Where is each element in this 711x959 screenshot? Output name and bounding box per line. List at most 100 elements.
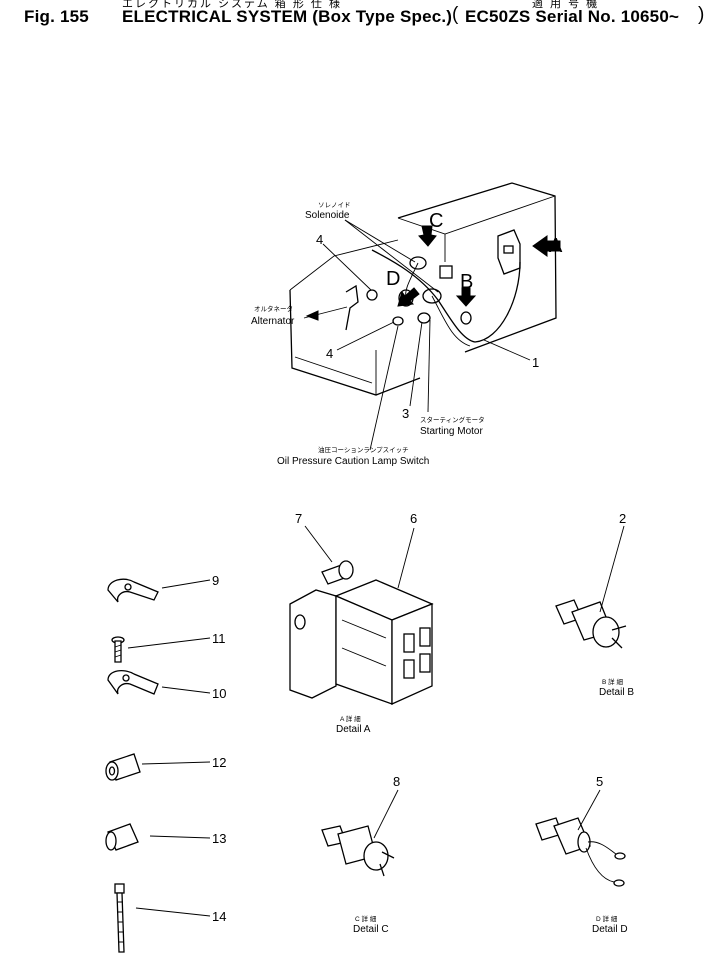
callout-6-leader — [397, 527, 415, 589]
callout-13-leader — [149, 835, 211, 839]
relay-terminal — [503, 245, 514, 254]
oil-pressure-leader — [369, 325, 399, 451]
oil-pressure-label: Oil Pressure Caution Lamp Switch — [277, 456, 429, 467]
num-4-upper-leader — [322, 243, 372, 291]
callout-7-leader — [304, 525, 333, 563]
switch-2-terminals — [611, 625, 627, 649]
bolt-7-head — [338, 560, 354, 580]
wiring-harness — [371, 249, 521, 343]
detail-b-label-jp: B 詳 細 — [602, 677, 623, 686]
callout-3: 3 — [402, 406, 409, 421]
switch-8-cap — [363, 841, 389, 871]
cable-tie-14-strap — [116, 892, 125, 953]
relay-part-6 — [289, 579, 434, 706]
solenoide-leader-2 — [344, 219, 439, 293]
clip-9-shape — [107, 578, 159, 603]
terminal-3 — [417, 312, 431, 324]
sender-part-5 — [535, 817, 626, 887]
callout-13: 13 — [212, 831, 226, 846]
alternator-label-jp: オルタネータ — [254, 304, 293, 313]
oil-pressure-label-jp: 油圧コーションランプスイッチ — [318, 445, 409, 454]
callout-11: 11 — [212, 631, 226, 646]
arrow-c-icon — [418, 225, 437, 247]
starting-motor-label-jp: スターティングモータ — [420, 415, 485, 424]
callout-12-leader — [141, 761, 211, 765]
paren-open: ( — [452, 4, 459, 25]
clip-10-shape — [107, 669, 159, 695]
callout-4-upper: 4 — [316, 232, 323, 247]
wiring-branch — [431, 295, 471, 347]
callout-12: 12 — [212, 755, 226, 770]
clip-part-9 — [107, 578, 159, 603]
view-a-letter: A — [549, 235, 563, 257]
num-4-lower-leader — [336, 321, 395, 351]
relay-ribs — [341, 619, 387, 667]
screw-11-thread — [114, 644, 122, 658]
view-d-letter: D — [386, 268, 400, 290]
front-housing-top-edge — [289, 239, 399, 291]
front-housing-base — [294, 356, 373, 384]
callout-5: 5 — [596, 774, 603, 789]
switch-part-8 — [321, 825, 395, 877]
cable-tie-14-teeth — [118, 901, 124, 943]
sender-5-lug-1 — [614, 852, 626, 860]
tube-13-end — [105, 831, 117, 851]
clip-9-hole — [124, 583, 132, 591]
solenoide-leader — [344, 219, 416, 263]
relay-bracket — [289, 589, 337, 699]
view-c-letter: C — [429, 210, 443, 232]
clip-10-hole — [122, 674, 130, 682]
alternator-leader — [303, 306, 348, 319]
callout-7: 7 — [295, 511, 302, 526]
detail-a-label: Detail A — [336, 724, 371, 735]
solenoide-label-jp: ソレノイド — [318, 202, 351, 209]
arrow-d-icon — [397, 287, 420, 307]
callout-14: 14 — [212, 909, 226, 924]
detail-c-label: Detail C — [353, 924, 389, 935]
callout-10-leader — [161, 686, 211, 694]
oil-pressure-switch — [392, 316, 404, 326]
callout-1: 1 — [532, 355, 539, 370]
relay-terminal-2 — [419, 627, 431, 647]
sender-5-lug-2 — [613, 879, 625, 887]
switch-part-2 — [555, 599, 627, 649]
callout-5-leader — [577, 789, 601, 831]
detail-b-switch — [460, 311, 472, 325]
num-3-leader — [409, 321, 423, 407]
clip-part-10 — [107, 669, 159, 695]
serial-japanese: 適 用 号 機 — [532, 0, 600, 10]
arrow-a-icon — [532, 235, 561, 257]
callout-2: 2 — [619, 511, 626, 526]
relay-terminal-4 — [419, 653, 431, 673]
callout-9-leader — [161, 579, 211, 589]
harness-clip — [439, 265, 453, 279]
switch-8-terminals — [379, 851, 395, 877]
num-1-leader — [483, 339, 531, 361]
sleeve-part-12 — [105, 753, 141, 781]
switch-2-cap — [592, 616, 620, 648]
cable-tie-14-head — [114, 883, 125, 894]
sleeve-12-hole — [108, 766, 116, 776]
detail-c-label-jp: C 詳 細 — [355, 914, 377, 923]
view-b-letter: B — [460, 271, 473, 293]
assembly-leaders — [303, 219, 531, 451]
serial-range: EC50ZS Serial No. 10650~ — [465, 7, 680, 26]
screw-part-11 — [111, 636, 125, 663]
callout-14-leader — [135, 907, 211, 917]
relay-terminal-3 — [403, 659, 415, 679]
starting-motor-label: Starting Motor — [420, 426, 483, 437]
alternator-label: Alternator — [251, 316, 295, 327]
detail-d-label-jp: D 詳 細 — [596, 914, 618, 923]
callout-11-leader — [127, 637, 211, 649]
title-japanese: エレクトリカル システム 箱 形 仕 様 — [122, 0, 342, 10]
view-arrows — [305, 225, 561, 321]
paren-close: ) — [698, 4, 705, 25]
alternator-bracket — [345, 284, 359, 331]
cable-tie-part-14 — [114, 883, 125, 953]
callout-9: 9 — [212, 573, 219, 588]
relay-bracket-hole — [294, 614, 306, 630]
rear-housing-top-edge — [397, 195, 556, 235]
figure-title: ELECTRICAL SYSTEM (Box Type Spec.) — [122, 7, 453, 26]
